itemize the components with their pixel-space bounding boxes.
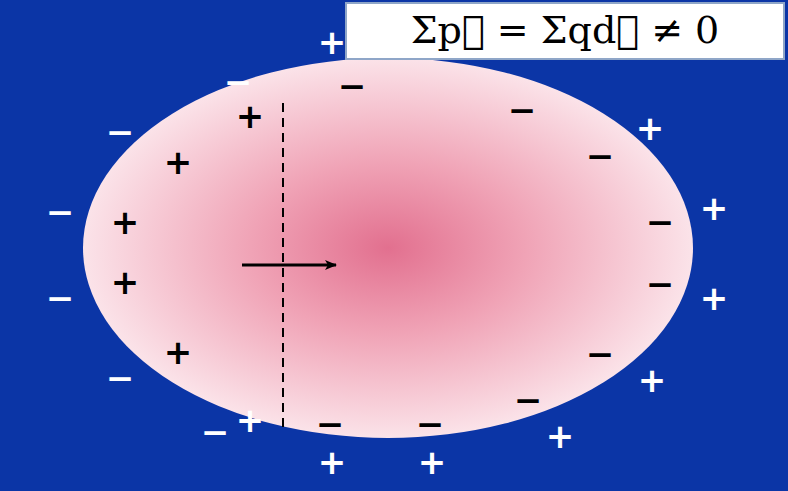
charge-sign: +: [418, 445, 447, 479]
charge-sign: −: [316, 407, 345, 441]
charge-sign: +: [111, 265, 140, 299]
charge-sign: −: [508, 93, 537, 127]
formula-box: Σp⃗ = Σqd⃗ ≠ 0: [345, 2, 785, 60]
charge-sign: +: [546, 419, 575, 453]
dashed-plane: [282, 103, 284, 432]
charge-sign: +: [318, 25, 347, 59]
charge-sign: −: [646, 205, 675, 239]
charge-sign: +: [236, 99, 265, 133]
charge-sign: +: [700, 191, 729, 225]
formula-text: Σp⃗ = Σqd⃗ ≠ 0: [411, 8, 720, 54]
charge-sign: +: [636, 111, 665, 145]
dipole-arrow: [242, 264, 336, 267]
charge-sign: +: [111, 205, 140, 239]
charge-sign: +: [318, 445, 347, 479]
charge-sign: +: [164, 335, 193, 369]
charge-sign: −: [514, 383, 543, 417]
charge-sign: +: [700, 281, 729, 315]
charge-sign: −: [201, 415, 230, 449]
charge-sign: −: [338, 69, 367, 103]
charge-sign: −: [106, 361, 135, 395]
charge-sign: +: [236, 403, 265, 437]
charge-sign: −: [106, 115, 135, 149]
dielectric-body: [83, 58, 693, 438]
charge-sign: −: [46, 195, 75, 229]
charge-sign: −: [46, 281, 75, 315]
charge-sign: +: [164, 145, 193, 179]
charge-sign: −: [586, 139, 615, 173]
charge-sign: −: [224, 65, 253, 99]
charge-sign: −: [586, 337, 615, 371]
charge-sign: −: [646, 267, 675, 301]
charge-sign: −: [416, 407, 445, 441]
charge-sign: +: [638, 363, 667, 397]
